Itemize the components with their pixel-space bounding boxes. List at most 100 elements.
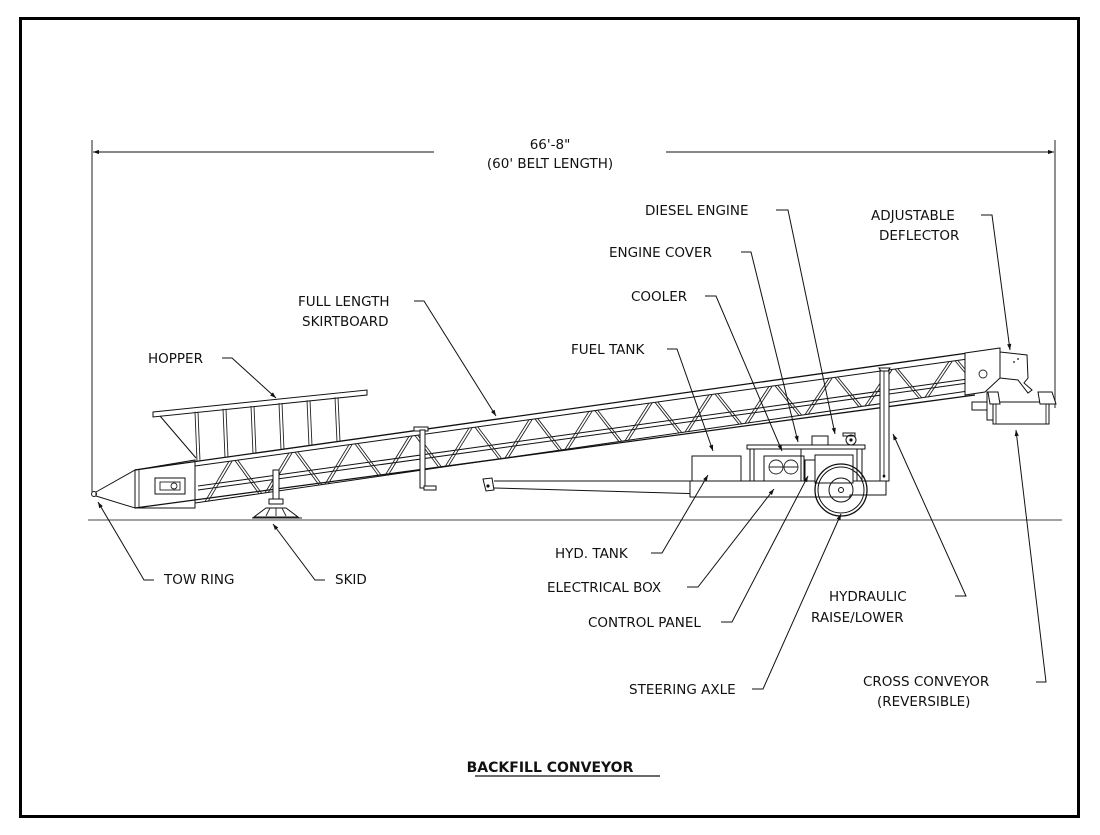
hopper-post bbox=[281, 403, 285, 450]
callout-hydraulic-raise-lower: HYDRAULIC RAISE/LOWER bbox=[811, 433, 967, 626]
hopper-post bbox=[222, 408, 226, 458]
exhaust bbox=[845, 434, 857, 446]
truss-lacing-bar bbox=[294, 451, 320, 486]
wheel-assembly bbox=[814, 463, 868, 517]
hopper-post bbox=[309, 400, 313, 446]
label-hydraulic-2: RAISE/LOWER bbox=[811, 610, 904, 626]
exhaust-center bbox=[849, 438, 853, 442]
truss-lacing-bar bbox=[684, 394, 710, 433]
truss-lacing-bar bbox=[567, 411, 593, 450]
truss-lacing-bar bbox=[534, 418, 560, 451]
truss-lacing-bar bbox=[834, 377, 860, 408]
callout-hyd-tank: HYD. TANK bbox=[555, 474, 709, 562]
truss-lacing-bar bbox=[237, 460, 263, 494]
truss-lacing-bar bbox=[444, 427, 470, 468]
callout-control-panel: CONTROL PANEL bbox=[588, 475, 809, 631]
hopper-post bbox=[306, 400, 310, 446]
chassis-rail bbox=[689, 480, 887, 498]
dimension-note: (60' BELT LENGTH) bbox=[487, 156, 613, 172]
truss-lacing-bar bbox=[777, 385, 803, 416]
truss-lacing-bar bbox=[597, 410, 623, 442]
deflector-bolt bbox=[1013, 361, 1015, 363]
truss-lacing-bar bbox=[267, 452, 293, 494]
callout-electrical-box: ELECTRICAL BOX bbox=[547, 488, 775, 596]
truss-lacing-bar bbox=[654, 402, 680, 434]
skid-stand bbox=[252, 469, 302, 519]
label-hydraulic-1: HYDRAULIC bbox=[829, 589, 907, 605]
hopper-post bbox=[278, 403, 282, 450]
truss-lacing-bar bbox=[897, 368, 923, 399]
hyd-tank bbox=[691, 455, 742, 482]
head-section bbox=[964, 347, 1001, 396]
truss-lacing-bar bbox=[564, 411, 590, 450]
hopper-post bbox=[250, 405, 254, 454]
hydraulic-lift-column bbox=[878, 367, 891, 482]
power-unit bbox=[746, 432, 866, 484]
callout-skirtboard: FULL LENGTH SKIRTBOARD bbox=[298, 294, 497, 417]
hopper-post bbox=[253, 405, 257, 454]
label-electrical-box: ELECTRICAL BOX bbox=[547, 580, 661, 596]
truss-lacing-bar bbox=[624, 402, 650, 441]
label-tow-ring: TOW RING bbox=[163, 572, 234, 588]
label-hopper: HOPPER bbox=[148, 351, 203, 367]
truss-lacing-bar bbox=[234, 460, 260, 494]
deflector-bolt bbox=[1017, 358, 1019, 360]
truss-top-chord bbox=[134, 351, 976, 471]
truss-lacing-bar bbox=[207, 461, 233, 502]
take-up-bearing-inner bbox=[159, 481, 181, 491]
label-diesel-engine: DIESEL ENGINE bbox=[645, 203, 749, 219]
hopper-post bbox=[197, 411, 201, 462]
truss-lacing-bar bbox=[204, 461, 230, 502]
tow-ring bbox=[91, 491, 97, 497]
engine-cover-top bbox=[746, 444, 866, 450]
truss-lacing-bar bbox=[354, 443, 380, 477]
adjustable-deflector bbox=[999, 351, 1033, 394]
label-cooler: COOLER bbox=[631, 289, 687, 305]
truss-lacing-bar bbox=[714, 393, 740, 425]
hopper-post bbox=[337, 397, 341, 442]
truss-lacing-bar bbox=[327, 444, 353, 485]
truss-lacing-bar bbox=[447, 427, 473, 468]
truss-lacing-bar bbox=[717, 393, 743, 425]
label-control-panel: CONTROL PANEL bbox=[588, 615, 701, 631]
hub bbox=[838, 487, 844, 493]
drawing-border bbox=[19, 17, 1080, 818]
hopper-post bbox=[194, 411, 198, 462]
dimension-length: 66'-8" bbox=[530, 137, 571, 153]
tire-inner bbox=[817, 466, 865, 514]
callout-skid: SKID bbox=[272, 523, 367, 588]
label-deflector-2: DEFLECTOR bbox=[879, 228, 959, 244]
callout-steering-axle: STEERING AXLE bbox=[629, 513, 842, 698]
truss-lacing-bar bbox=[747, 386, 773, 424]
truss-lacing-bar bbox=[297, 451, 323, 486]
muffler-mount bbox=[842, 432, 856, 437]
truss-lacing-bar bbox=[744, 386, 770, 424]
label-engine-cover: ENGINE COVER bbox=[609, 245, 712, 261]
label-steering-axle: STEERING AXLE bbox=[629, 682, 736, 698]
air-intake bbox=[811, 435, 829, 446]
callout-diesel-engine: DIESEL ENGINE bbox=[645, 203, 836, 435]
label-hyd-tank: HYD. TANK bbox=[555, 546, 629, 562]
truss-mid-chord-a bbox=[197, 377, 976, 487]
callout-engine-cover: ENGINE COVER bbox=[609, 245, 799, 443]
truss-mid-chord-b bbox=[197, 381, 976, 491]
truss-lacing-bar bbox=[324, 444, 350, 485]
truss-lacing-bar bbox=[924, 361, 950, 398]
hopper-top-rail bbox=[152, 389, 368, 418]
truss-lacing-bar bbox=[807, 377, 833, 415]
truss-lacing-bar bbox=[504, 419, 530, 459]
truss-lacing-bar bbox=[357, 443, 383, 477]
tail-nose bbox=[95, 469, 136, 509]
label-fuel-tank: FUEL TANK bbox=[571, 342, 646, 358]
hopper bbox=[152, 389, 368, 462]
hopper-post bbox=[225, 408, 229, 458]
hopper-post bbox=[334, 397, 338, 442]
rim bbox=[828, 477, 854, 503]
label-skirtboard-2: SKIRTBOARD bbox=[302, 314, 388, 330]
overall-dimension: 66'-8" (60' BELT LENGTH) bbox=[91, 137, 1056, 492]
truss-lacing-bar bbox=[594, 410, 620, 442]
strut-pivot bbox=[486, 484, 490, 488]
truss-lacing-bar bbox=[657, 402, 683, 434]
bearing-hub bbox=[170, 482, 178, 490]
